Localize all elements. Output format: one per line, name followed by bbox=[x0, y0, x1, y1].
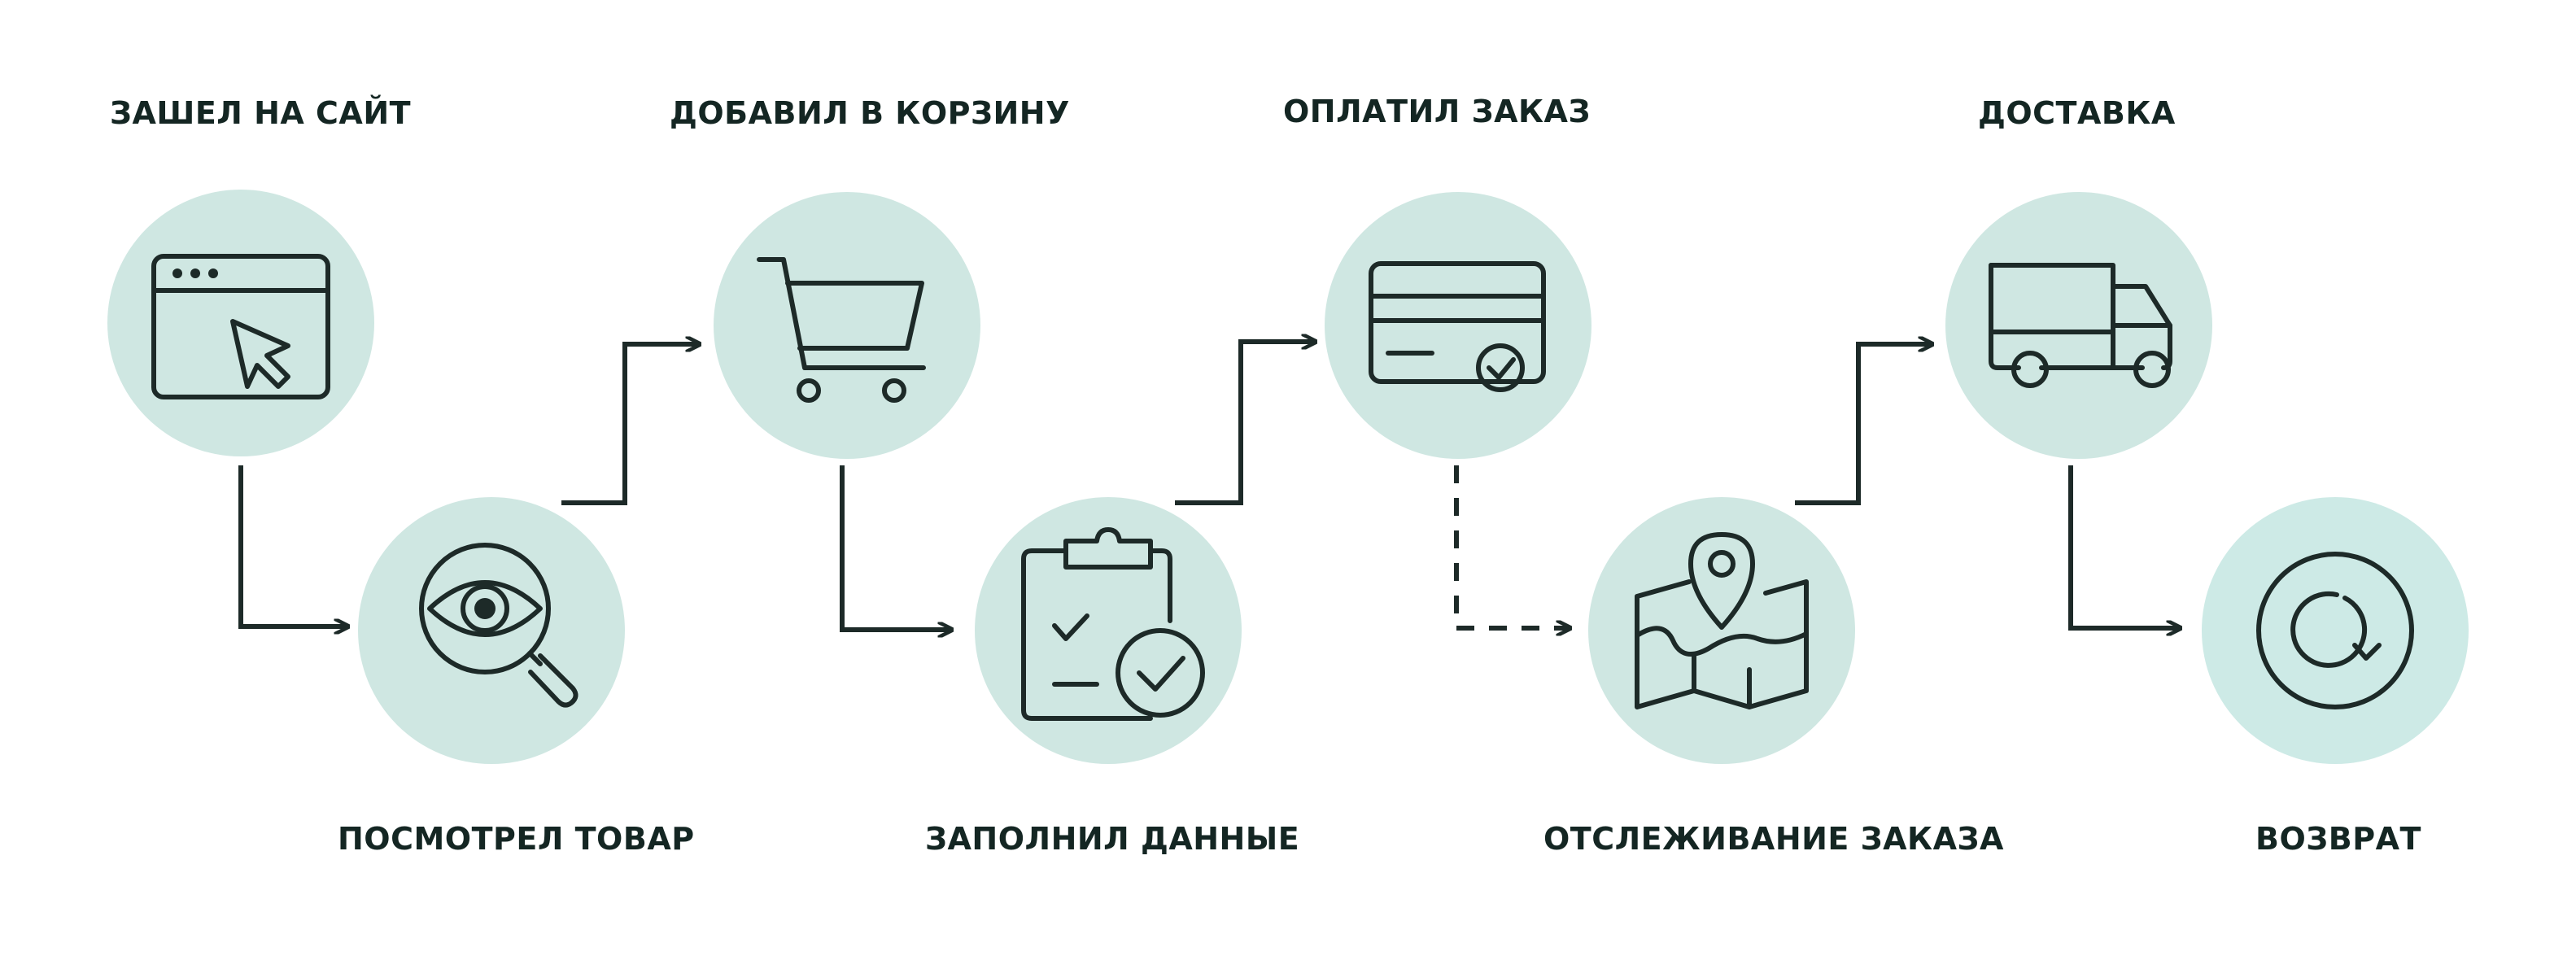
step-circle-track bbox=[1588, 497, 1855, 764]
browser-cursor-icon bbox=[151, 254, 330, 399]
step-label-form: ЗАПОЛНИЛ ДАННЫЕ bbox=[925, 821, 1300, 857]
credit-card-check-icon bbox=[1369, 261, 1546, 392]
step-circle-return bbox=[2202, 497, 2469, 764]
connector-form-pay bbox=[1175, 342, 1316, 505]
connector-cart-form bbox=[840, 465, 952, 630]
connector-visit-view bbox=[238, 465, 348, 626]
step-label-track: ОТСЛЕЖИВАНИЕ ЗАКАЗА bbox=[1543, 821, 2004, 857]
connector-view-cart bbox=[561, 344, 700, 505]
shopping-cart-icon bbox=[757, 257, 926, 403]
step-label-return: ВОЗВРАТ bbox=[2255, 821, 2421, 857]
refresh-cycle-icon bbox=[2256, 552, 2414, 709]
step-circle-cart bbox=[714, 192, 980, 459]
step-label-pay: ОПЛАТИЛ ЗАКАЗ bbox=[1283, 94, 1591, 129]
step-label-cart: ДОБАВИЛ В КОРЗИНУ bbox=[670, 95, 1070, 131]
step-circle-pay bbox=[1325, 192, 1591, 459]
step-label-view: ПОСМОТРЕЛ ТОВАР bbox=[338, 821, 695, 857]
step-circle-form bbox=[975, 497, 1242, 764]
step-label-delivery: ДОСТАВКА bbox=[1978, 95, 2176, 131]
magnifier-eye-icon bbox=[419, 543, 579, 708]
delivery-truck-icon bbox=[1989, 263, 2172, 388]
connector-pay-track bbox=[1454, 465, 1570, 628]
connector-delivery-return bbox=[2068, 465, 2181, 628]
step-label-visit: ЗАШЕЛ НА САЙТ bbox=[110, 95, 412, 131]
step-circle-delivery bbox=[1945, 192, 2212, 459]
map-pin-icon bbox=[1635, 532, 1809, 709]
connector-track-delivery bbox=[1795, 344, 1932, 505]
clipboard-check-icon bbox=[1021, 527, 1205, 721]
connectors bbox=[238, 342, 2181, 630]
